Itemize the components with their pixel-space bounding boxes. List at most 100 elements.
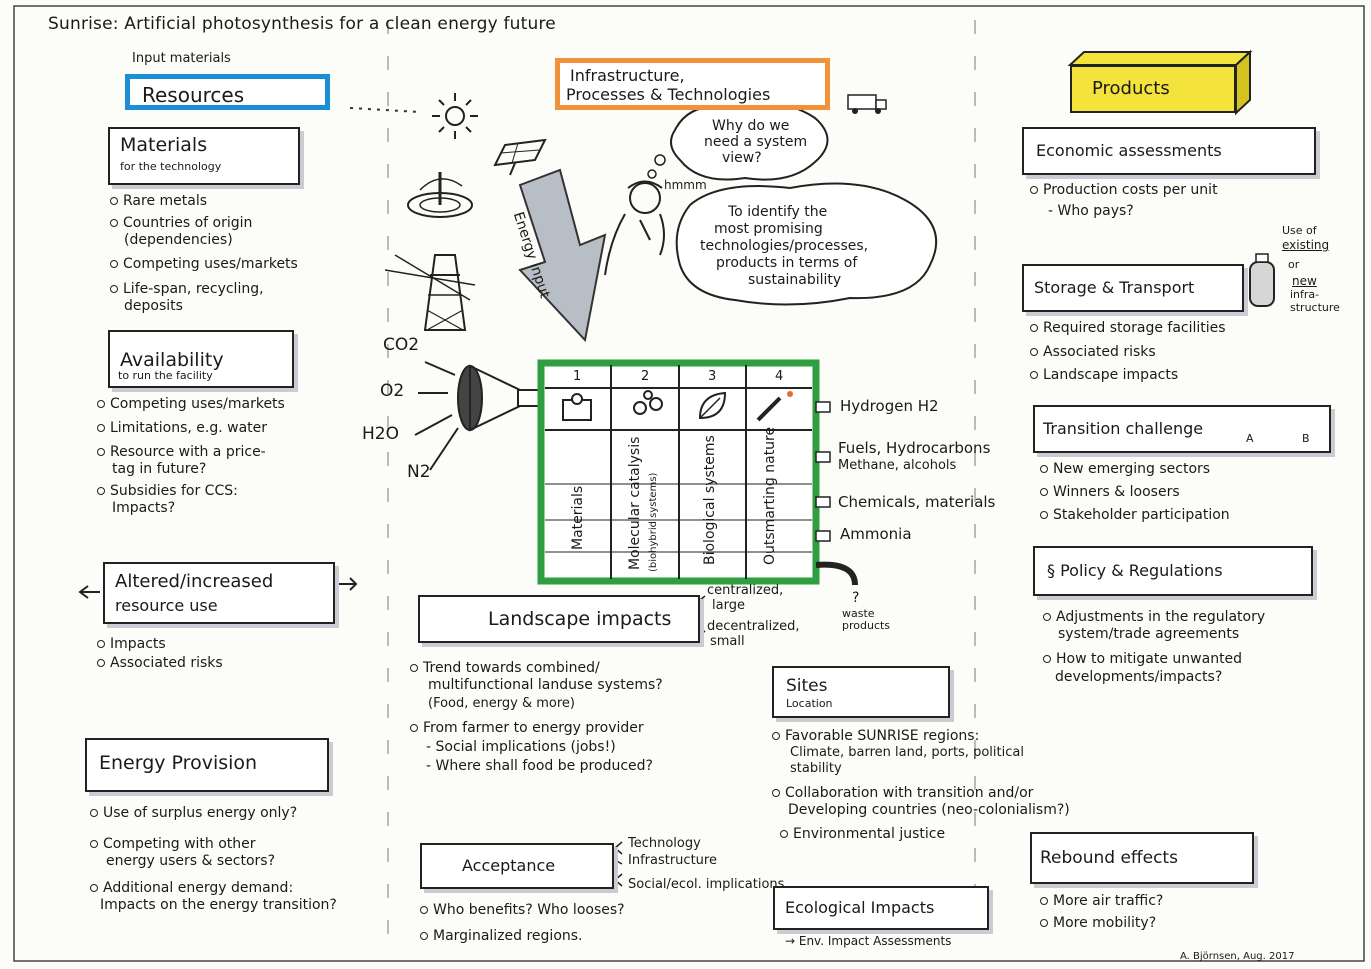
policy-bullet-1b: system/trade agreements	[1058, 626, 1240, 642]
materials-bullet-4b: deposits	[124, 298, 183, 314]
col-num-1: 1	[573, 369, 582, 384]
energy-bullet-3b: Impacts on the energy transition?	[100, 897, 337, 913]
storage-note-3: or	[1288, 258, 1300, 271]
infrastructure-line2: Processes & Technologies	[566, 85, 771, 104]
leaf-icon	[698, 391, 727, 420]
waste-pipe	[815, 561, 858, 586]
storage-note-5: infra-	[1290, 288, 1320, 301]
thought-line2: most promising	[714, 221, 823, 237]
question-line1: Why do we	[712, 118, 790, 134]
acceptance-aspect-2: Infrastructure	[628, 853, 717, 868]
transition-bullet-2: Winners & loosers	[1040, 484, 1180, 500]
energy-provision-box: Energy Provision	[85, 738, 329, 792]
ecological-impacts-box: Ecological Impacts	[773, 886, 989, 930]
landscape-bullet-2: From farmer to energy provider	[410, 720, 644, 736]
landscape-centralized: centralized,	[707, 583, 784, 598]
storage-title: Storage & Transport	[1034, 278, 1195, 297]
thinking-person-icon	[604, 154, 666, 276]
author-signature: A. Björnsen, Aug. 2017	[1180, 951, 1295, 962]
input-materials-label: Input materials	[132, 51, 231, 66]
policy-bullet-1: Adjustments in the regulatory	[1043, 609, 1265, 625]
output-arrow-4	[815, 530, 831, 542]
molecule-icon	[633, 390, 663, 415]
availability-bullet-3b: tag in future?	[112, 461, 207, 477]
materials-subtitle: for the technology	[120, 160, 222, 173]
landscape-small: small	[710, 634, 745, 649]
landscape-title: Landscape impacts	[488, 608, 672, 630]
waste-question: ?	[852, 590, 860, 606]
page-title: Sunrise: Artificial photosynthesis for a…	[48, 14, 556, 34]
materials-bullet-4: Life-span, recycling,	[110, 281, 264, 297]
sites-bullet-2: Collaboration with transition and/or	[772, 785, 1033, 801]
gas-tank-icon	[1249, 253, 1275, 307]
sites-bullet-2b: Developing countries (neo-colonialism?)	[788, 802, 1070, 818]
landscape-bullet-1b: multifunctional landuse systems?	[428, 677, 663, 693]
solar-panel-icon	[493, 138, 547, 176]
thought-line4: products in terms of	[716, 255, 858, 271]
storage-note-2: existing	[1282, 238, 1330, 252]
transition-b: B	[1302, 432, 1310, 445]
altered-resource-box: Altered/increased resource use	[103, 562, 335, 624]
sites-subtitle: Location	[786, 697, 833, 710]
energy-input-arrow	[518, 168, 607, 343]
landscape-large: large	[712, 598, 745, 613]
ecological-title: Ecological Impacts	[785, 898, 935, 917]
transition-title: Transition challenge	[1043, 419, 1204, 438]
thought-bubble	[675, 182, 938, 306]
input-co2: CO2	[383, 335, 420, 355]
n2-arrow	[429, 427, 459, 471]
materials-bullet-1: Rare metals	[110, 193, 207, 209]
dotted-line	[349, 107, 421, 113]
acceptance-bullet-1: Who benefits? Who looses?	[420, 902, 625, 918]
col-num-2: 2	[641, 369, 650, 384]
availability-bullet-1: Competing uses/markets	[97, 396, 285, 412]
landscape-decentralized: decentralized,	[707, 619, 800, 634]
transition-bullet-1: New emerging sectors	[1040, 461, 1210, 477]
rebound-bullet-1: More air traffic?	[1040, 893, 1163, 909]
question-line3: view?	[722, 150, 762, 166]
truck-icon	[847, 94, 887, 114]
solar-tower-icon	[407, 172, 473, 218]
col-label-molecular: Molecular catalysis	[627, 436, 643, 570]
aspects-bracket	[613, 841, 623, 887]
infrastructure-header: Infrastructure, Processes & Technologies	[555, 58, 830, 110]
altered-bullet-1: Impacts	[97, 636, 166, 652]
infrastructure-line1: Infrastructure,	[570, 66, 685, 85]
availability-box: Availability to run the facility	[108, 330, 294, 388]
output-arrow-3	[815, 496, 831, 508]
products-label: Products	[1092, 78, 1170, 99]
landscape-bullet-2b: - Social implications (jobs!)	[426, 739, 616, 755]
puzzle-icon	[562, 393, 592, 421]
thought-line5: sustainability	[748, 272, 842, 288]
altered-line2: resource use	[115, 596, 218, 615]
availability-subtitle: to run the facility	[118, 369, 213, 382]
output-hydrogen: Hydrogen H2	[840, 397, 939, 415]
col-label-outsmarting: Outsmarting nature	[762, 426, 778, 565]
energy-bullet-2: Competing with other	[90, 836, 256, 852]
thinking-sound: hmmm	[664, 178, 707, 192]
availability-bullet-2: Limitations, e.g. water	[97, 420, 267, 436]
economic-assessments-box: Economic assessments	[1022, 127, 1316, 175]
acceptance-aspect-1: Technology	[628, 836, 701, 851]
col-num-4: 4	[775, 369, 784, 384]
col-label-biological: Biological systems	[702, 435, 718, 565]
products-box-top	[1067, 51, 1253, 66]
output-arrow-2	[815, 451, 831, 463]
energy-bullet-2b: energy users & sectors?	[106, 853, 276, 869]
co2-arrow	[424, 361, 456, 376]
ecological-subtitle: → Env. Impact Assessments	[785, 934, 952, 948]
sites-bullet-1c: stability	[790, 761, 842, 776]
availability-bullet-3: Resource with a price-	[97, 444, 266, 460]
products-header: Products	[1070, 65, 1236, 113]
energy-provision-title: Energy Provision	[99, 752, 258, 774]
energy-bullet-3: Additional energy demand:	[90, 880, 293, 896]
rebound-title: Rebound effects	[1040, 848, 1178, 868]
funnel-icon	[457, 364, 549, 432]
col-label-molecular-sub: (biohybrid systems)	[648, 472, 659, 572]
question-line2: need a system	[704, 134, 808, 150]
storage-bullet-1: Required storage facilities	[1030, 320, 1226, 336]
h2o-arrow	[414, 414, 453, 436]
rebound-effects-box: Rebound effects	[1030, 832, 1254, 884]
economic-bullet-1: Production costs per unit	[1030, 182, 1218, 198]
thought-line3: technologies/processes,	[700, 238, 869, 254]
